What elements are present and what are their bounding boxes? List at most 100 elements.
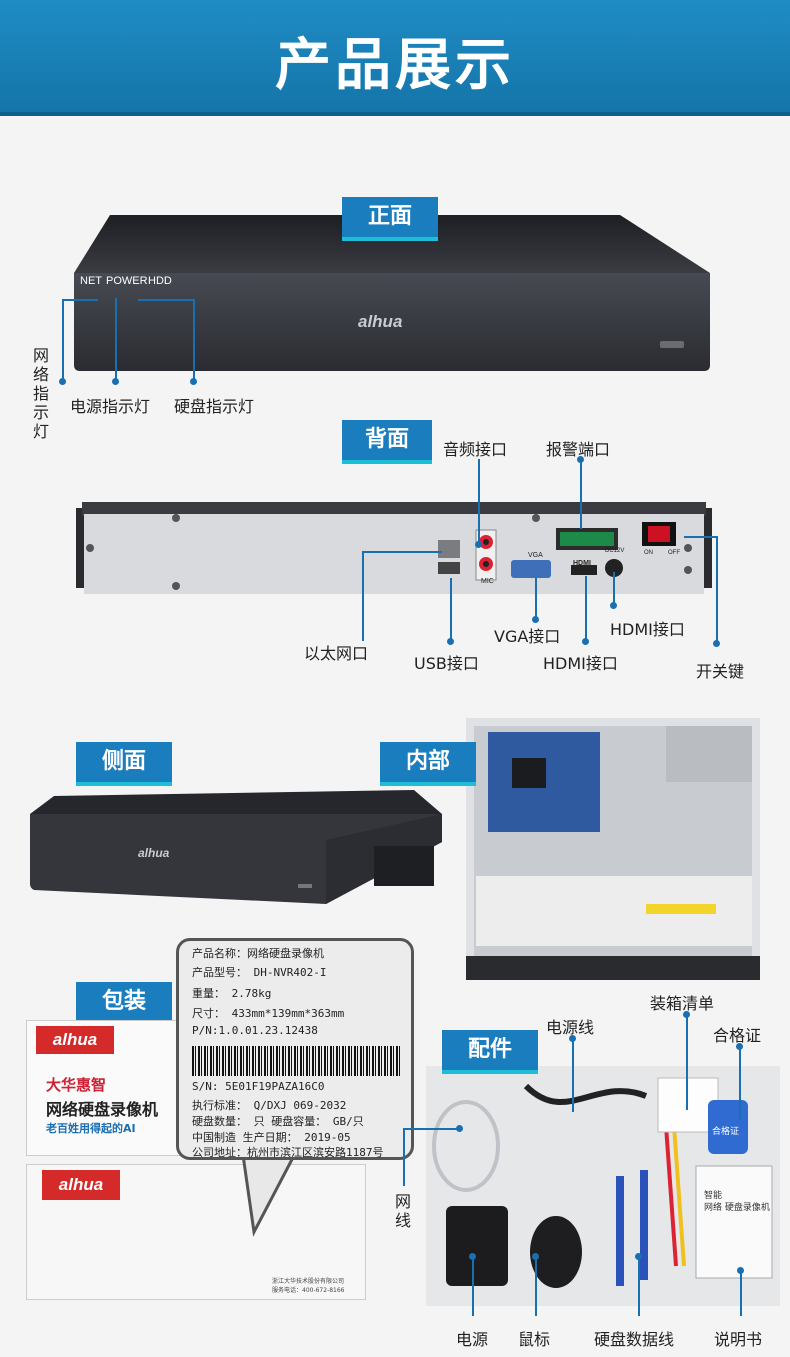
sticker-line-model: 产品型号： DH-NVR402-I	[192, 966, 327, 979]
led-label-hdd: HDD	[148, 275, 172, 287]
panel-text-hdmi: HDMI	[573, 560, 591, 567]
callout-dot	[569, 1035, 576, 1042]
callout-line	[62, 299, 98, 301]
led-label-net: NET	[80, 275, 102, 287]
nvr-inside-image	[466, 718, 760, 980]
package-box-top-logo: alhua	[36, 1026, 114, 1054]
brand-logo-front: alhua	[358, 312, 403, 331]
callout-dot	[610, 602, 617, 609]
led-label-power: POWER	[106, 275, 148, 287]
section-tag-side-underline	[76, 782, 172, 786]
callout-dot	[532, 1253, 539, 1260]
callout-line	[740, 1270, 742, 1316]
callout-line	[138, 299, 194, 301]
sticker-line-address: 公司地址：杭州市滨江区滨安路1187号	[192, 1146, 384, 1159]
label-packing-list: 装箱清单	[650, 994, 715, 1013]
nvr-side-image	[30, 790, 442, 904]
label-network-cable: 网线	[394, 1192, 411, 1230]
package-box-line3: 老百姓用得起的AI	[46, 1122, 136, 1135]
callout-line	[686, 1014, 688, 1110]
section-tag-front: 正面	[342, 197, 438, 237]
label-ethernet-port: 以太网口	[304, 644, 369, 663]
callout-dot	[713, 640, 720, 647]
section-tag-side: 侧面	[76, 742, 172, 782]
callout-line	[362, 551, 442, 553]
callout-line	[684, 536, 718, 538]
label-vga-port: VGA接口	[494, 627, 561, 646]
label-power-switch: 开关键	[696, 662, 745, 681]
callout-line	[62, 299, 64, 382]
manual-text-1: 智能	[704, 1191, 723, 1201]
callout-line	[362, 551, 364, 641]
callout-dot	[635, 1253, 642, 1260]
callout-dot	[469, 1253, 476, 1260]
callout-dot	[532, 616, 539, 623]
section-tag-inside: 内部	[380, 742, 476, 782]
callout-dot	[456, 1125, 463, 1132]
label-alarm-port: 报警端口	[546, 440, 611, 459]
package-box-bottom-logo: alhua	[42, 1170, 120, 1200]
callout-line	[535, 1256, 537, 1316]
nvr-front-image	[74, 215, 710, 371]
label-usb-port: USB接口	[414, 654, 479, 673]
label-hdmi-port-right: HDMI接口	[610, 620, 685, 639]
callout-line	[450, 578, 452, 642]
label-audio-port: 音频接口	[443, 440, 508, 459]
callout-line	[613, 572, 615, 606]
callout-line	[403, 1128, 459, 1130]
sticker-barcode	[192, 1046, 400, 1076]
panel-text-dc: DC12V	[605, 548, 625, 554]
callout-dot	[582, 638, 589, 645]
label-mouse: 鼠标	[518, 1330, 551, 1349]
callout-line	[585, 576, 587, 642]
label-network-led: 网络指示灯	[32, 346, 49, 441]
certificate-text: 合格证	[712, 1127, 740, 1137]
callout-line	[115, 298, 117, 382]
package-hotline: 服务电话：400-672-8166	[272, 1287, 345, 1294]
callout-dot	[59, 378, 66, 385]
sticker-line-size: 尺寸： 433mm*139mm*363mm	[192, 1007, 345, 1020]
sticker-line-name: 产品名称：网络硬盘录像机	[192, 947, 324, 960]
panel-text-mic: MIC	[481, 578, 494, 585]
section-tag-front-underline	[342, 237, 438, 241]
callout-dot	[475, 541, 482, 548]
callout-line	[478, 459, 480, 545]
callout-dot	[736, 1043, 743, 1050]
sticker-line-standard: 执行标准： Q/DXJ 069-2032	[192, 1099, 347, 1112]
callout-dot	[447, 638, 454, 645]
panel-text-on: ON	[644, 550, 653, 556]
callout-line	[572, 1038, 574, 1112]
package-box-line2: 网络硬盘录像机	[46, 1100, 159, 1119]
label-power-led: 电源指示灯	[70, 397, 151, 416]
sticker-line-hdd: 硬盘数量： 只 硬盘容量： GB/只	[192, 1115, 364, 1128]
panel-text-off: OFF	[668, 550, 680, 556]
sticker-line-made-in: 中国制造 生产日期： 2019-05	[192, 1131, 351, 1144]
callout-line	[472, 1256, 474, 1316]
package-box-line1: 大华惠智	[46, 1076, 107, 1094]
sticker-line-pn: P/N:1.0.01.23.12438	[192, 1024, 318, 1037]
label-manual: 说明书	[714, 1330, 763, 1349]
callout-line	[716, 536, 718, 644]
label-power-adapter: 电源	[456, 1330, 489, 1349]
callout-dot	[577, 456, 584, 463]
callout-line	[403, 1128, 405, 1186]
package-company: 浙江大华技术股份有限公司	[272, 1278, 345, 1285]
sticker-line-weight: 重量： 2.78kg	[192, 987, 272, 1000]
section-tag-inside-underline	[380, 782, 476, 786]
callout-line	[535, 578, 537, 620]
callout-dot	[737, 1267, 744, 1274]
label-certificate: 合格证	[713, 1026, 762, 1045]
sticker-line-sn: S/N: 5E01F19PAZA16C0	[192, 1080, 325, 1093]
brand-logo-side: alhua	[138, 846, 170, 860]
section-tag-accessories-underline	[442, 1070, 538, 1074]
callout-dot	[112, 378, 119, 385]
section-tag-back: 背面	[342, 420, 432, 460]
callout-line	[638, 1256, 640, 1316]
header-banner	[0, 0, 790, 116]
label-hdmi-port-bottom: HDMI接口	[543, 654, 618, 673]
callout-line	[580, 459, 582, 529]
panel-text-vga: VGA	[528, 552, 543, 559]
section-tag-back-underline	[342, 460, 432, 464]
label-hdd-led: 硬盘指示灯	[174, 397, 255, 416]
callout-line	[739, 1046, 741, 1120]
